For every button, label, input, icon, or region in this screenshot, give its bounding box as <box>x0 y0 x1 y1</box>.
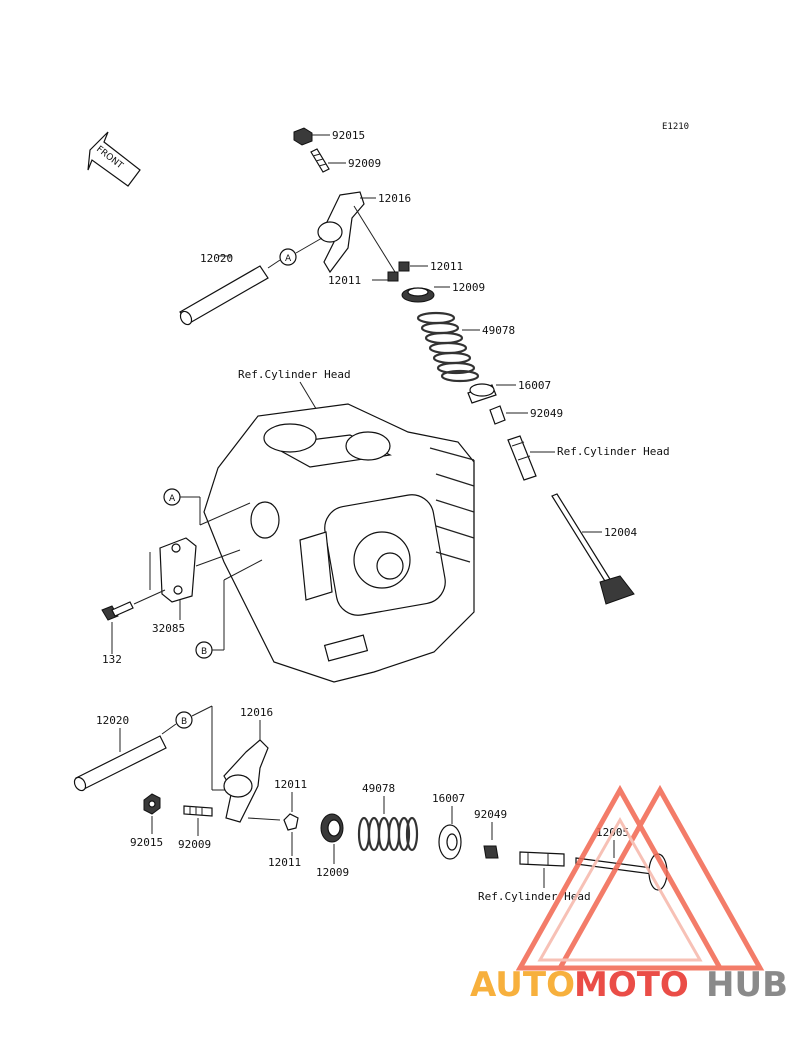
part-12016-top: 12016 <box>317 191 411 274</box>
callout-a-head-label: A <box>169 494 176 504</box>
part-49078-bottom: 49078 <box>357 782 419 852</box>
label-49078-bottom: 49078 <box>362 782 395 795</box>
label-12016-bottom: 12016 <box>240 706 273 719</box>
label-132: 132 <box>102 653 122 666</box>
callout-b-head: B <box>195 559 263 659</box>
label-92049-top: 92049 <box>530 407 563 420</box>
label-32085: 32085 <box>152 622 185 635</box>
part-92049-bottom: 92049 <box>474 808 507 859</box>
label-12020-bottom: 12020 <box>96 714 129 727</box>
part-92009-bottom: 92009 <box>178 805 213 851</box>
watermark-auto: AUTO <box>470 965 575 1005</box>
label-92015-bottom: 92015 <box>130 836 163 849</box>
part-49078-top: 49078 <box>416 311 515 383</box>
label-12016-top: 12016 <box>378 192 411 205</box>
part-12011-top-a: 12011 <box>398 260 463 273</box>
label-12004: 12004 <box>604 526 637 539</box>
callout-b-bottom: B <box>181 717 187 727</box>
label-16007-bottom: 16007 <box>432 792 465 805</box>
label-12009-bottom: 12009 <box>316 866 349 879</box>
label-92015-top: 92015 <box>332 129 365 142</box>
diagram-code: E1210 <box>662 122 689 132</box>
cylinder-head <box>203 403 475 683</box>
part-12020-bottom: 12020 B <box>73 705 228 792</box>
watermark-moto: MOTO <box>574 965 689 1005</box>
callout-b-head-label: B <box>201 647 207 657</box>
label-12009-top: 12009 <box>452 281 485 294</box>
label-16007-top: 16007 <box>518 379 551 392</box>
label-92009-top: 92009 <box>348 157 381 170</box>
label-12020-top: 12020 <box>200 252 233 265</box>
triangle-logo-icon <box>515 784 765 971</box>
ref-cylinder-head-2: Ref.Cylinder Head <box>557 445 670 458</box>
part-16007-top: 16007 <box>467 379 551 404</box>
label-92049-bottom: 92049 <box>474 808 507 821</box>
part-32085: 32085 <box>149 537 241 635</box>
front-arrow-icon: FRONT <box>87 131 141 187</box>
label-12011-top-a: 12011 <box>430 260 463 273</box>
label-12011-bottom-b: 12011 <box>268 856 301 869</box>
part-92009-top: 92009 <box>310 148 381 173</box>
part-valve-guide-top: Ref.Cylinder Head <box>507 435 670 481</box>
part-12011-top-b: 12011 <box>328 271 399 287</box>
callout-a-top: A <box>285 254 292 264</box>
part-12011-bottom: 12011 12011 <box>268 778 307 869</box>
part-132: 132 <box>101 589 166 666</box>
part-12016-bottom: 12016 <box>223 706 281 823</box>
part-92015-bottom: 92015 <box>130 793 163 849</box>
callout-a-head: A <box>163 488 251 526</box>
part-16007-bottom: 16007 <box>432 792 465 860</box>
part-12020-top: 12020 A <box>179 237 323 326</box>
part-92049-top: 92049 <box>489 405 563 425</box>
label-12011-bottom-a: 12011 <box>274 778 307 791</box>
part-92015-top: 92015 <box>293 127 365 146</box>
watermark-logo: AUTO MOTO HUB <box>470 784 788 1005</box>
part-12009-top: 12009 <box>401 281 485 303</box>
label-12011-top-b: 12011 <box>328 274 361 287</box>
part-12009-bottom: 12009 <box>316 813 349 879</box>
part-12004: 12004 <box>551 493 637 605</box>
ref-cylinder-head-1: Ref.Cylinder Head <box>238 368 351 381</box>
watermark-hub: HUB <box>706 965 788 1005</box>
label-49078-top: 49078 <box>482 324 515 337</box>
label-92009-bottom: 92009 <box>178 838 211 851</box>
